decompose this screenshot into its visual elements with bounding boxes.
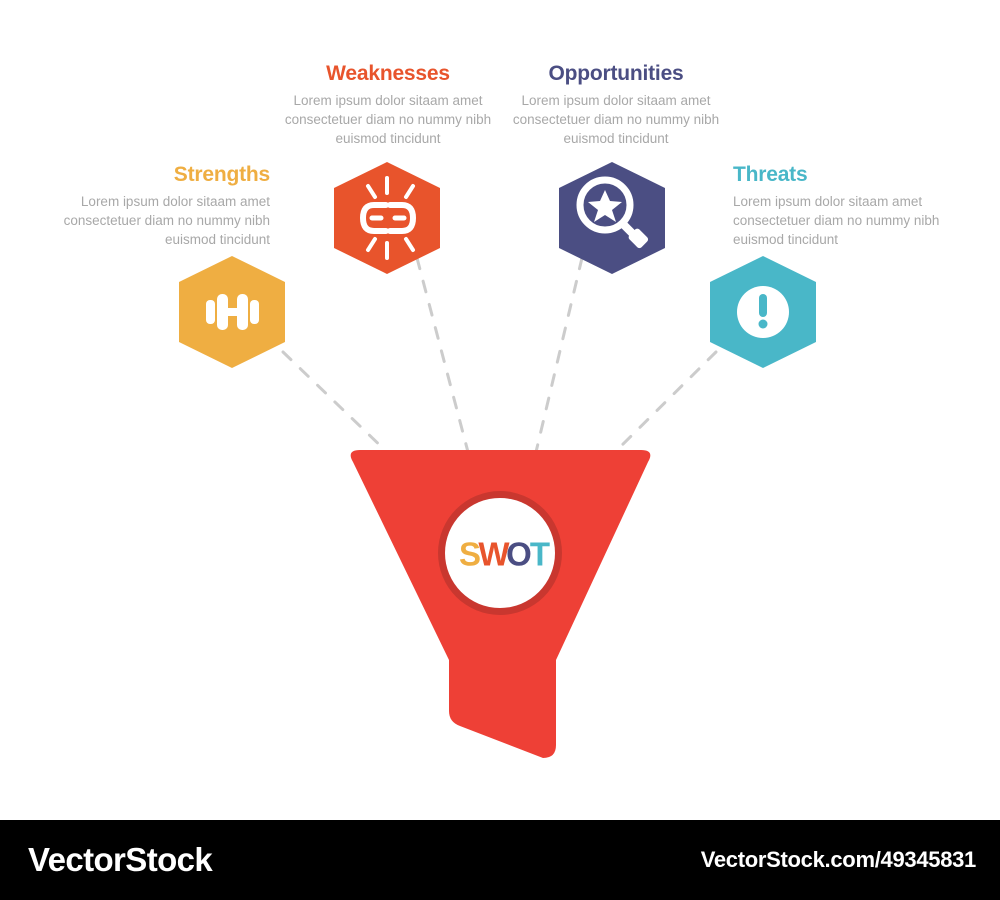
section-text-threats: Threats Lorem ipsum dolor sitaam amet co… [733, 163, 993, 250]
connector-opportunities [534, 256, 584, 454]
watermark-url: VectorStock.com/49345831 [700, 847, 977, 872]
connector-weaknesses [415, 256, 470, 454]
watermark-bar: VectorStock VectorStock.com/49345831 [0, 820, 1000, 900]
hexagon-weaknesses[interactable] [334, 162, 440, 274]
exclamation-circle-icon [737, 286, 789, 338]
swot-funnel [350, 450, 651, 758]
section-text-strengths: Strengths Lorem ipsum dolor sitaam amet … [10, 163, 271, 250]
star-glyph [588, 190, 622, 222]
hexagon-threats[interactable] [710, 256, 816, 368]
section-text-weaknesses: Weaknesses Lorem ipsum dolor sitaam amet… [258, 62, 518, 149]
broken-link-icon [359, 176, 417, 260]
magnifier-star-icon [576, 176, 649, 249]
hexagon-weaknesses-shape [334, 162, 440, 274]
funnel-center-disc [445, 498, 555, 608]
section-description-threats: Lorem ipsum dolor sitaam amet consectetu… [733, 194, 940, 248]
section-description-opportunities: Lorem ipsum dolor sitaam amet consectetu… [512, 93, 720, 147]
hexagon-strengths[interactable] [179, 256, 285, 368]
swot-letter-s: S [459, 536, 481, 573]
section-description-strengths: Lorem ipsum dolor sitaam amet consectetu… [63, 194, 270, 248]
section-title-opportunities: Opportunities [548, 62, 684, 85]
section-title-strengths: Strengths [173, 163, 270, 186]
section-text-opportunities: Opportunities Lorem ipsum dolor sitaam a… [486, 62, 746, 149]
swot-diagram-stage: S W O T [179, 162, 816, 758]
swot-letter-w: W [478, 536, 510, 573]
swot-letter-o: O [506, 536, 532, 573]
connector-lines [281, 256, 718, 457]
section-title-weaknesses: Weaknesses [326, 62, 450, 85]
dumbbell-icon [206, 294, 259, 330]
infographic-canvas: S W O T [10, 62, 993, 758]
swot-wordmark: S W O T [459, 536, 550, 573]
hexagon-opportunities[interactable] [559, 162, 665, 274]
connector-strengths [281, 350, 392, 457]
connector-threats [610, 350, 718, 457]
section-description-weaknesses: Lorem ipsum dolor sitaam amet consectetu… [284, 93, 492, 147]
watermark-logo: VectorStock [28, 841, 213, 878]
section-title-threats: Threats [733, 163, 808, 186]
swot-letter-t: T [530, 536, 550, 573]
